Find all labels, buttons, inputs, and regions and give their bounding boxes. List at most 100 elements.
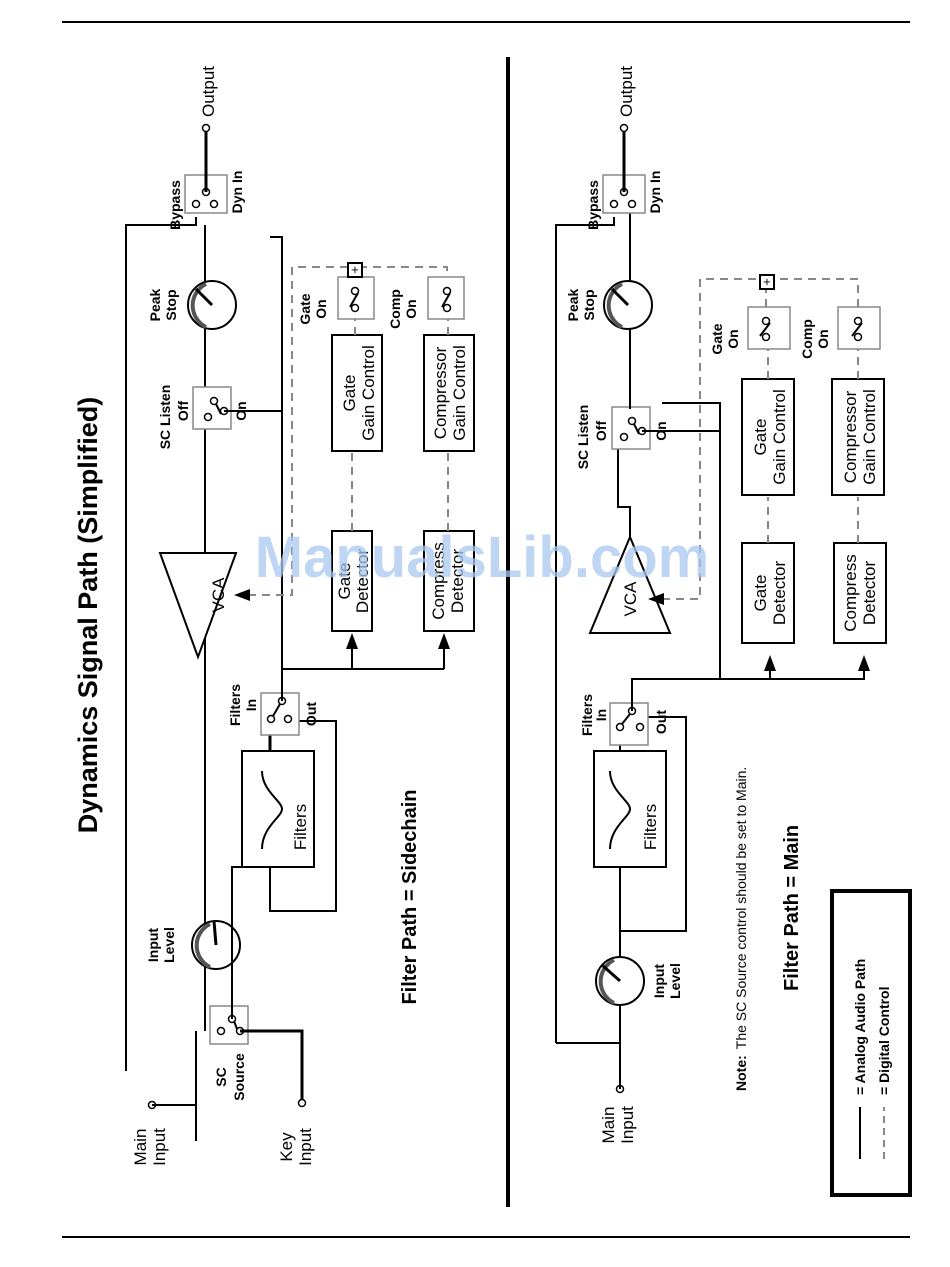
gate-gain-control [331, 334, 383, 452]
label-input-level-2: Level [161, 927, 177, 963]
label-gate-on-b2: On [725, 329, 741, 348]
label-main-input-b2: Input [618, 1106, 637, 1144]
label-dyn-in-2: Dyn In [647, 171, 663, 214]
label-gate-on-2: On [313, 299, 329, 318]
label-main-input: Main [131, 1129, 150, 1166]
label-comp-det-b2: Detector [860, 561, 879, 626]
sc-listen-switch[interactable] [192, 386, 232, 430]
label-gate-on: Gate [297, 293, 313, 324]
label-stop: Stop [163, 289, 179, 320]
label-on: On [233, 401, 249, 420]
arrow-gate-detector [346, 633, 358, 649]
label-key-input: Key [277, 1132, 296, 1162]
label-stop-2: Stop [581, 289, 597, 320]
label-main-input-b: Main [599, 1107, 618, 1144]
label-peak: Peak [147, 288, 163, 321]
legend-digital-label: = Digital Control [876, 987, 892, 1096]
label-output: Output [199, 66, 218, 117]
legend-analog-label: = Analog Audio Path [852, 959, 868, 1095]
page-title: Dynamics Signal Path (Simplified) [73, 397, 103, 834]
compress-detector-2 [833, 542, 887, 644]
vca-2 [588, 534, 672, 634]
label-gate-det-2: Detector [353, 549, 372, 614]
label-comp-gain-b: Compressor [841, 390, 860, 483]
label-comp-det: Compress [429, 542, 448, 619]
label-sc-listen: SC Listen [157, 385, 173, 450]
label-comp-det-b: Compress [841, 554, 860, 631]
legend-box [830, 889, 912, 1197]
label-gate-gain: Gate [340, 375, 359, 412]
caption-main: Filter Path = Main [781, 825, 803, 991]
legend: = Analog Audio Path = Digital Control [830, 889, 912, 1197]
label-sc-source-2: Source [231, 1053, 247, 1101]
label-input-level: Input [145, 928, 161, 963]
caption-sidechain: Filter Path = Sidechain [399, 789, 421, 1004]
label-filters-switch-2: Filters [579, 694, 595, 736]
watermark: ManualsLib.com [255, 525, 709, 590]
gate-on-switch-2[interactable] [747, 306, 791, 350]
key-input-jack [297, 1098, 307, 1108]
svg-text:+: + [759, 278, 774, 286]
label-input-level-b2: Level [667, 963, 683, 999]
label-comp-gain: Compressor [431, 346, 450, 439]
label-gate-det-b: Gate [751, 575, 770, 612]
label-comp-gain-b2: Gain Control [860, 389, 879, 484]
label-bypass-2: Bypass [585, 180, 601, 230]
arrow-gate-detector-2 [764, 655, 776, 671]
output-jack [201, 123, 211, 133]
label-filters-switch: Filters [227, 684, 243, 726]
arrow-vca-control [234, 589, 250, 601]
bypass-wire [125, 217, 197, 1071]
label-main-input-2: Input [150, 1128, 169, 1166]
note-label: Note: [733, 1055, 749, 1091]
label-comp-det-2: Detector [448, 549, 467, 614]
label-gate-gain-2: Gain Control [359, 345, 378, 440]
label-comp-on-b: Comp [799, 319, 815, 359]
bypass-wire-2 [555, 217, 615, 1043]
label-gate-gain-b: Gate [751, 419, 770, 456]
label-filters-block-2: Filters [641, 804, 660, 850]
arrow-vca-control-2 [648, 593, 664, 605]
summing-node-2 [759, 274, 775, 290]
label-out: Out [303, 702, 319, 726]
label-off-2: Off [593, 421, 609, 442]
output-jack-2 [619, 123, 629, 133]
label-sc-listen-2: SC Listen [575, 405, 591, 470]
svg-text:+: + [347, 266, 362, 274]
filters-switch-2[interactable] [609, 702, 649, 746]
top-rule [62, 21, 910, 23]
filters-switch[interactable] [260, 692, 300, 736]
label-comp-on-2: On [403, 299, 419, 318]
label-output-2: Output [617, 66, 636, 117]
label-gate-gain-b2: Gain Control [770, 389, 789, 484]
vca [158, 552, 238, 660]
label-in: In [243, 699, 259, 711]
panel-sidechain: + Output Bypass Dyn In Peak Stop SC List… [125, 66, 475, 1166]
label-on-2: On [653, 421, 669, 440]
label-comp-on-b2: On [815, 329, 831, 348]
label-gate-det: Gate [335, 563, 354, 600]
label-in-2: In [593, 709, 609, 721]
arrow-comp-detector [438, 633, 450, 649]
label-dyn-in: Dyn In [229, 171, 245, 214]
summing-node [347, 262, 363, 278]
label-input-level-b: Input [651, 964, 667, 999]
note-body: The SC Source control should be set to M… [733, 767, 749, 1049]
panel-main: + Output Bypass Dyn In Peak Stop SC List… [555, 66, 887, 1144]
filters-block [241, 750, 315, 868]
label-comp-on: Comp [387, 289, 403, 329]
sc-source-switch[interactable] [209, 1005, 249, 1045]
note-text: Note: The SC Source control should be set… [733, 767, 749, 1091]
label-gate-det-b2: Detector [770, 561, 789, 626]
label-gate-on-b: Gate [709, 323, 725, 354]
label-bypass: Bypass [167, 180, 183, 230]
label-filters-block: Filters [291, 804, 310, 850]
label-sc-source: SC [213, 1067, 229, 1086]
label-off: Off [175, 401, 191, 422]
label-vca-2: VCA [621, 581, 640, 617]
label-peak-2: Peak [565, 288, 581, 321]
label-key-input-2: Input [296, 1128, 315, 1166]
label-vca: VCA [209, 577, 228, 613]
arrow-comp-detector-2 [858, 655, 870, 671]
